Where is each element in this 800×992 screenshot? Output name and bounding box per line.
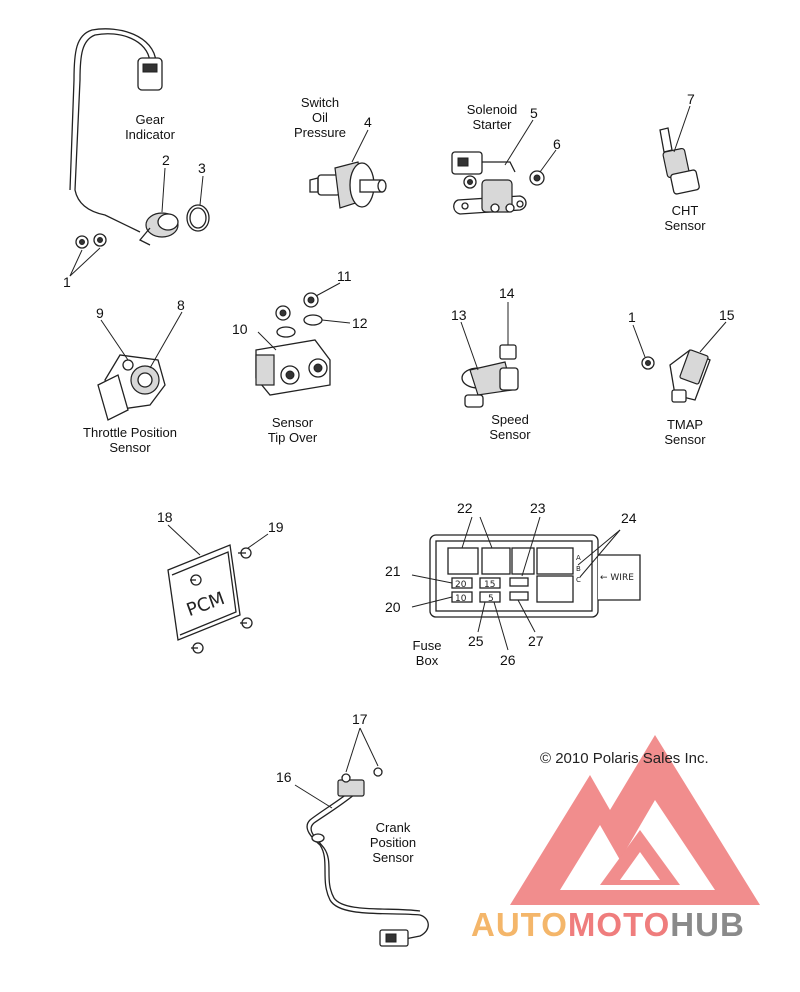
callout-12: 12 xyxy=(352,315,368,331)
callout-14: 14 xyxy=(499,285,515,301)
fuse-10-text: 10 xyxy=(455,594,467,604)
callout-21: 21 xyxy=(385,563,401,579)
callout-18: 18 xyxy=(157,509,173,525)
watermark-part-2: MOTO xyxy=(567,906,671,943)
fuse-c-text: C xyxy=(576,576,581,584)
callout-10: 10 xyxy=(232,321,248,337)
fuse-5-text: 5 xyxy=(488,594,494,604)
callout-26: 26 xyxy=(500,652,516,668)
callout-13: 13 xyxy=(451,307,467,323)
callout-1a: 1 xyxy=(63,274,71,290)
fuse-b-text: B xyxy=(576,565,581,573)
fuse-15-text: 15 xyxy=(484,580,495,590)
pcm-module-part: PCM xyxy=(167,524,269,654)
callout-6: 6 xyxy=(553,136,561,152)
callout-5: 5 xyxy=(530,105,538,121)
watermark-part-1: AUTO xyxy=(471,906,568,943)
callout-19: 19 xyxy=(268,519,284,535)
callout-3: 3 xyxy=(198,160,206,176)
callout-8: 8 xyxy=(177,297,185,313)
gear-indicator-part xyxy=(69,28,210,277)
callout-15: 15 xyxy=(719,307,735,323)
oil-pressure-switch-part xyxy=(309,129,387,209)
callout-2: 2 xyxy=(162,152,170,168)
speed-sensor-part xyxy=(460,302,519,408)
callout-16: 16 xyxy=(276,769,292,785)
callout-25: 25 xyxy=(468,633,484,649)
copyright-text: © 2010 Polaris Sales Inc. xyxy=(540,750,709,767)
tip-over-sensor-part xyxy=(255,282,351,396)
watermark-part-3: HUB xyxy=(670,906,745,943)
fuse-box-part: 20 10 15 5 A B C ← WIRE xyxy=(411,516,641,651)
tmap-sensor-part xyxy=(632,321,727,403)
callout-17: 17 xyxy=(352,711,368,727)
callout-7: 7 xyxy=(687,91,695,107)
callout-11: 11 xyxy=(337,268,352,284)
fuse-a-text: A xyxy=(576,554,581,562)
callout-24: 24 xyxy=(621,510,637,526)
wire-text: ← WIRE xyxy=(600,573,634,583)
callout-22: 22 xyxy=(457,500,473,516)
fuse-20-text: 20 xyxy=(455,580,467,590)
callout-27: 27 xyxy=(528,633,544,649)
throttle-position-sensor-part xyxy=(97,311,183,421)
watermark-text: AUTOMOTOHUB xyxy=(471,906,745,944)
crank-position-sensor-part xyxy=(294,727,429,947)
callout-9: 9 xyxy=(96,305,104,321)
solenoid-starter-part xyxy=(451,119,557,215)
callout-23: 23 xyxy=(530,500,546,516)
callout-20: 20 xyxy=(385,599,401,615)
cht-sensor-part xyxy=(659,105,700,195)
callout-4: 4 xyxy=(364,114,372,130)
callout-1b: 1 xyxy=(628,309,636,325)
watermark-logo xyxy=(510,735,760,905)
